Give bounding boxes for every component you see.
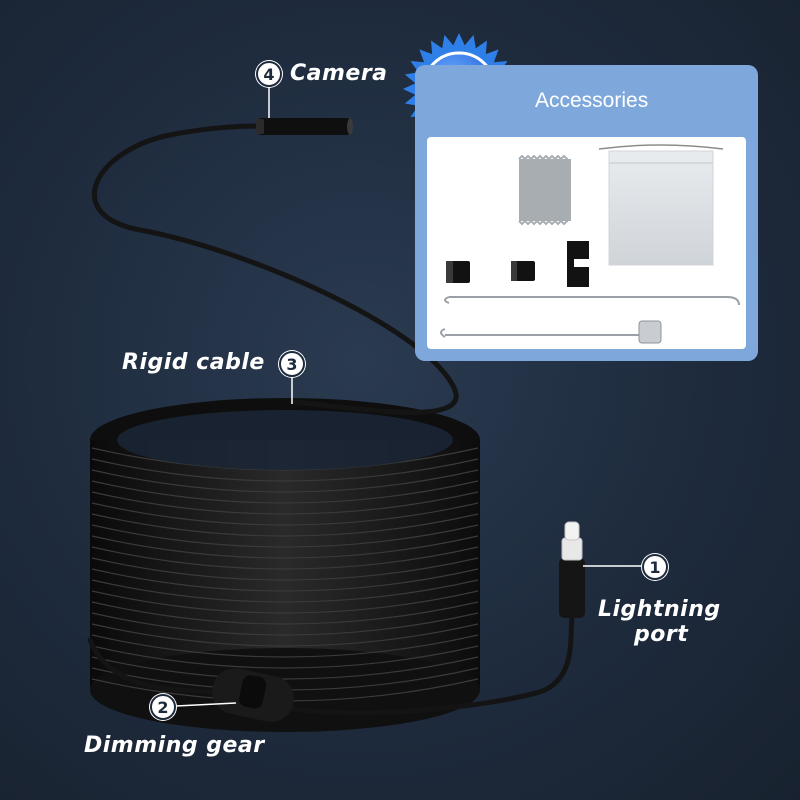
lead-cable (87, 612, 575, 716)
cable-coil (90, 398, 480, 732)
mirror-attachment-icon (567, 241, 589, 287)
accessories-illustration (440, 144, 740, 344)
leader-lines (175, 84, 642, 707)
coil-ring-line (91, 590, 479, 614)
storage-bag-icon (598, 144, 724, 266)
coil-ring-line (91, 634, 479, 658)
coil-ring-line (91, 458, 479, 482)
coil-ring-line (91, 623, 479, 647)
dimming-gear (212, 668, 294, 722)
hook-attachment-icon (511, 261, 535, 281)
accessories-title: Accessories (535, 89, 649, 112)
coil-ring-line (91, 524, 479, 548)
cleaning-cloth-icon (518, 154, 571, 226)
camera-head (256, 118, 353, 135)
coil-ring-line (91, 645, 479, 669)
coil-ring-line (91, 513, 479, 537)
callout-label-lightning-port-line1: Lightning (598, 597, 721, 622)
coil-ring-line (91, 557, 479, 581)
accessories-items (427, 137, 746, 349)
callout-label-dimming-gear: Dimming gear (84, 733, 265, 758)
magnet-attachment-icon (446, 261, 470, 283)
callout-label-lightning-port-line2: port (634, 622, 689, 647)
callout-badge-rigid-cable: 3 (279, 351, 305, 377)
coil-ring-line (91, 535, 479, 559)
callout-badge-camera: 4 (256, 61, 282, 87)
extension-rod-icon (440, 296, 740, 344)
coil-ring-line (91, 491, 479, 515)
coil-ring-line (91, 502, 479, 526)
coil-ring-line (91, 612, 479, 636)
callout-label-rigid-cable: Rigid cable (122, 350, 265, 375)
accessories-panel: Accessories (415, 65, 758, 361)
coil-ring-line (91, 656, 479, 680)
lightning-connector (559, 521, 585, 618)
coil-ring-line (91, 568, 479, 592)
coil-ring-line (91, 469, 479, 493)
coil-ring-line (91, 601, 479, 625)
rigid-cable (92, 123, 459, 415)
coil-ring-line (91, 546, 479, 570)
callout-badge-lightning-port: 1 (642, 554, 668, 580)
coil-ring-line (91, 480, 479, 504)
callout-badge-dimming-gear: 2 (150, 694, 176, 720)
coil-ring-line (91, 579, 479, 603)
callout-label-camera: Camera (290, 61, 388, 86)
